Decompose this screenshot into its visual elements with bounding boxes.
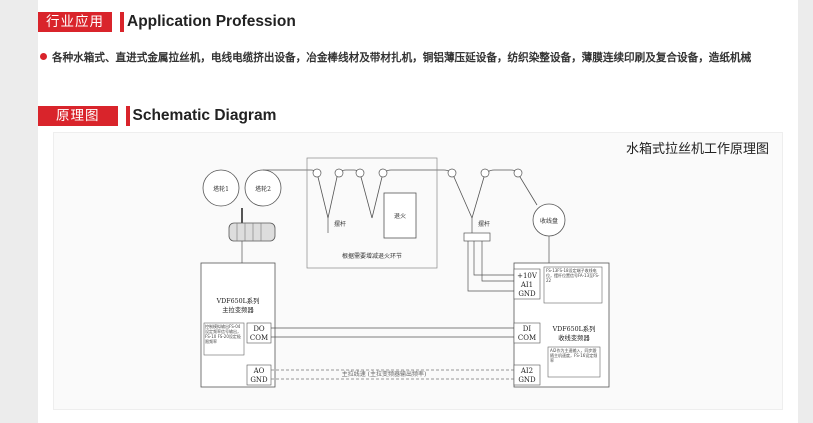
gnd-label: GND	[518, 376, 536, 384]
annealing-note: 根据需要增减退火环节	[342, 252, 402, 260]
di-com-terminal	[513, 322, 541, 344]
ao-gnd-terminal	[246, 364, 272, 386]
section-tag-cn: 行业应用	[38, 12, 112, 32]
winder-inverter-title: VDF650L系列	[552, 324, 596, 333]
ao-label: AO	[253, 367, 265, 375]
content-panel: 行业应用 Application Profession 各种水箱式、直进式金属拉…	[38, 0, 798, 423]
main-inverter-subtitle: 主拉变频器	[222, 305, 254, 314]
potentiometer	[463, 232, 491, 242]
main-note-box	[203, 322, 245, 356]
gnd-label: GND	[518, 290, 536, 298]
section-accent-bar	[120, 12, 124, 32]
gnd-label: GND	[250, 376, 268, 384]
section-title-en: Schematic Diagram	[132, 107, 277, 124]
annealing-region	[306, 157, 438, 269]
guide-pulley	[513, 168, 523, 178]
winder-note-top: FS-13FS-18设定端子收线电位，摆杆位置信号FA-13至FS-22	[546, 268, 600, 283]
guide-pulley	[447, 168, 457, 178]
main-note-fo: 控制模拟输出FS-04设定频率信号输出，FS-10 FS-20设定极限频率	[205, 324, 241, 344]
do-com-terminal	[246, 322, 272, 344]
section-accent-bar	[125, 106, 130, 126]
ai2-gnd-terminal	[513, 364, 541, 386]
main-motor	[228, 208, 276, 263]
diagram-title: 水箱式拉丝机工作原理图	[626, 141, 769, 157]
pot-wire	[467, 241, 514, 292]
guide-pulley	[312, 168, 322, 178]
winder-note-bottom-box	[547, 346, 601, 378]
winder-note-top-fo: FS-13FS-18设定端子收线电位，摆杆位置信号FA-13至FS-22	[546, 268, 600, 283]
di-label: DI	[523, 325, 532, 333]
signal-note: 主拉线速 (主拉变频器输出频率)	[342, 370, 427, 378]
annealer-box	[383, 192, 417, 239]
ai1-terminal	[513, 268, 541, 300]
bullet-dot-icon	[40, 53, 47, 60]
winder-inverter-subtitle: 收线变频器	[558, 333, 590, 342]
ai1-label: AI1	[520, 281, 533, 289]
winder-note-bottom: AI2作为主速输入，同步跟随主机速度，FS-16设定频率	[550, 348, 598, 363]
guide-pulley	[355, 168, 365, 178]
main-note: 控制模拟输出FS-04设定频率信号输出，FS-10 FS-20设定极限频率	[205, 324, 241, 344]
do-label: DO	[253, 325, 265, 333]
section-title-en: Application Profession	[127, 13, 296, 30]
takeup-label: 收线盘	[540, 217, 558, 225]
main-inverter-title: VDF650L系列	[216, 296, 260, 305]
dancer-label: 摆杆	[478, 220, 490, 228]
dancer-label: 摆杆	[334, 220, 346, 228]
wire-loops	[327, 176, 485, 219]
section-header-schematic: 原理图 Schematic Diagram	[38, 106, 276, 126]
pot-wire	[481, 241, 514, 282]
capstan-2-label: 塔轮2	[255, 185, 271, 193]
application-text: 各种水箱式、直进式金属拉丝机，电线电缆挤出设备，冶金棒线材及带材扎机，铜铝薄压延…	[52, 52, 752, 64]
guide-pulley	[480, 168, 490, 178]
com-label: COM	[250, 334, 268, 342]
plus10v-label: +10V	[517, 272, 538, 280]
section-header-application: 行业应用 Application Profession	[38, 12, 296, 32]
pot-wire	[473, 241, 514, 276]
capstan-1-label: 塔轮1	[213, 185, 229, 193]
winder-note-top-box	[543, 266, 603, 304]
com-label: COM	[518, 334, 536, 342]
application-list: 各种水箱式、直进式金属拉丝机，电线电缆挤出设备，冶金棒线材及带材扎机，铜铝薄压延…	[40, 49, 780, 68]
schematic-diagram: 水箱式拉丝机工作原理图 塔轮1 塔轮2 摆杆 摆杆 退火	[53, 132, 783, 410]
winder-note-bottom-fo: AI2作为主速输入，同步跟随主机速度，FS-16设定频率	[550, 348, 598, 363]
ai2-label: AI2	[520, 367, 533, 375]
capstan-1	[202, 169, 240, 207]
guide-pulley	[334, 168, 344, 178]
schematic-svg: 水箱式拉丝机工作原理图 塔轮1 塔轮2 摆杆 摆杆 退火	[200, 141, 769, 388]
section-tag-cn: 原理图	[38, 106, 118, 126]
guide-pulley	[378, 168, 388, 178]
annealer-label: 退火	[394, 212, 406, 220]
